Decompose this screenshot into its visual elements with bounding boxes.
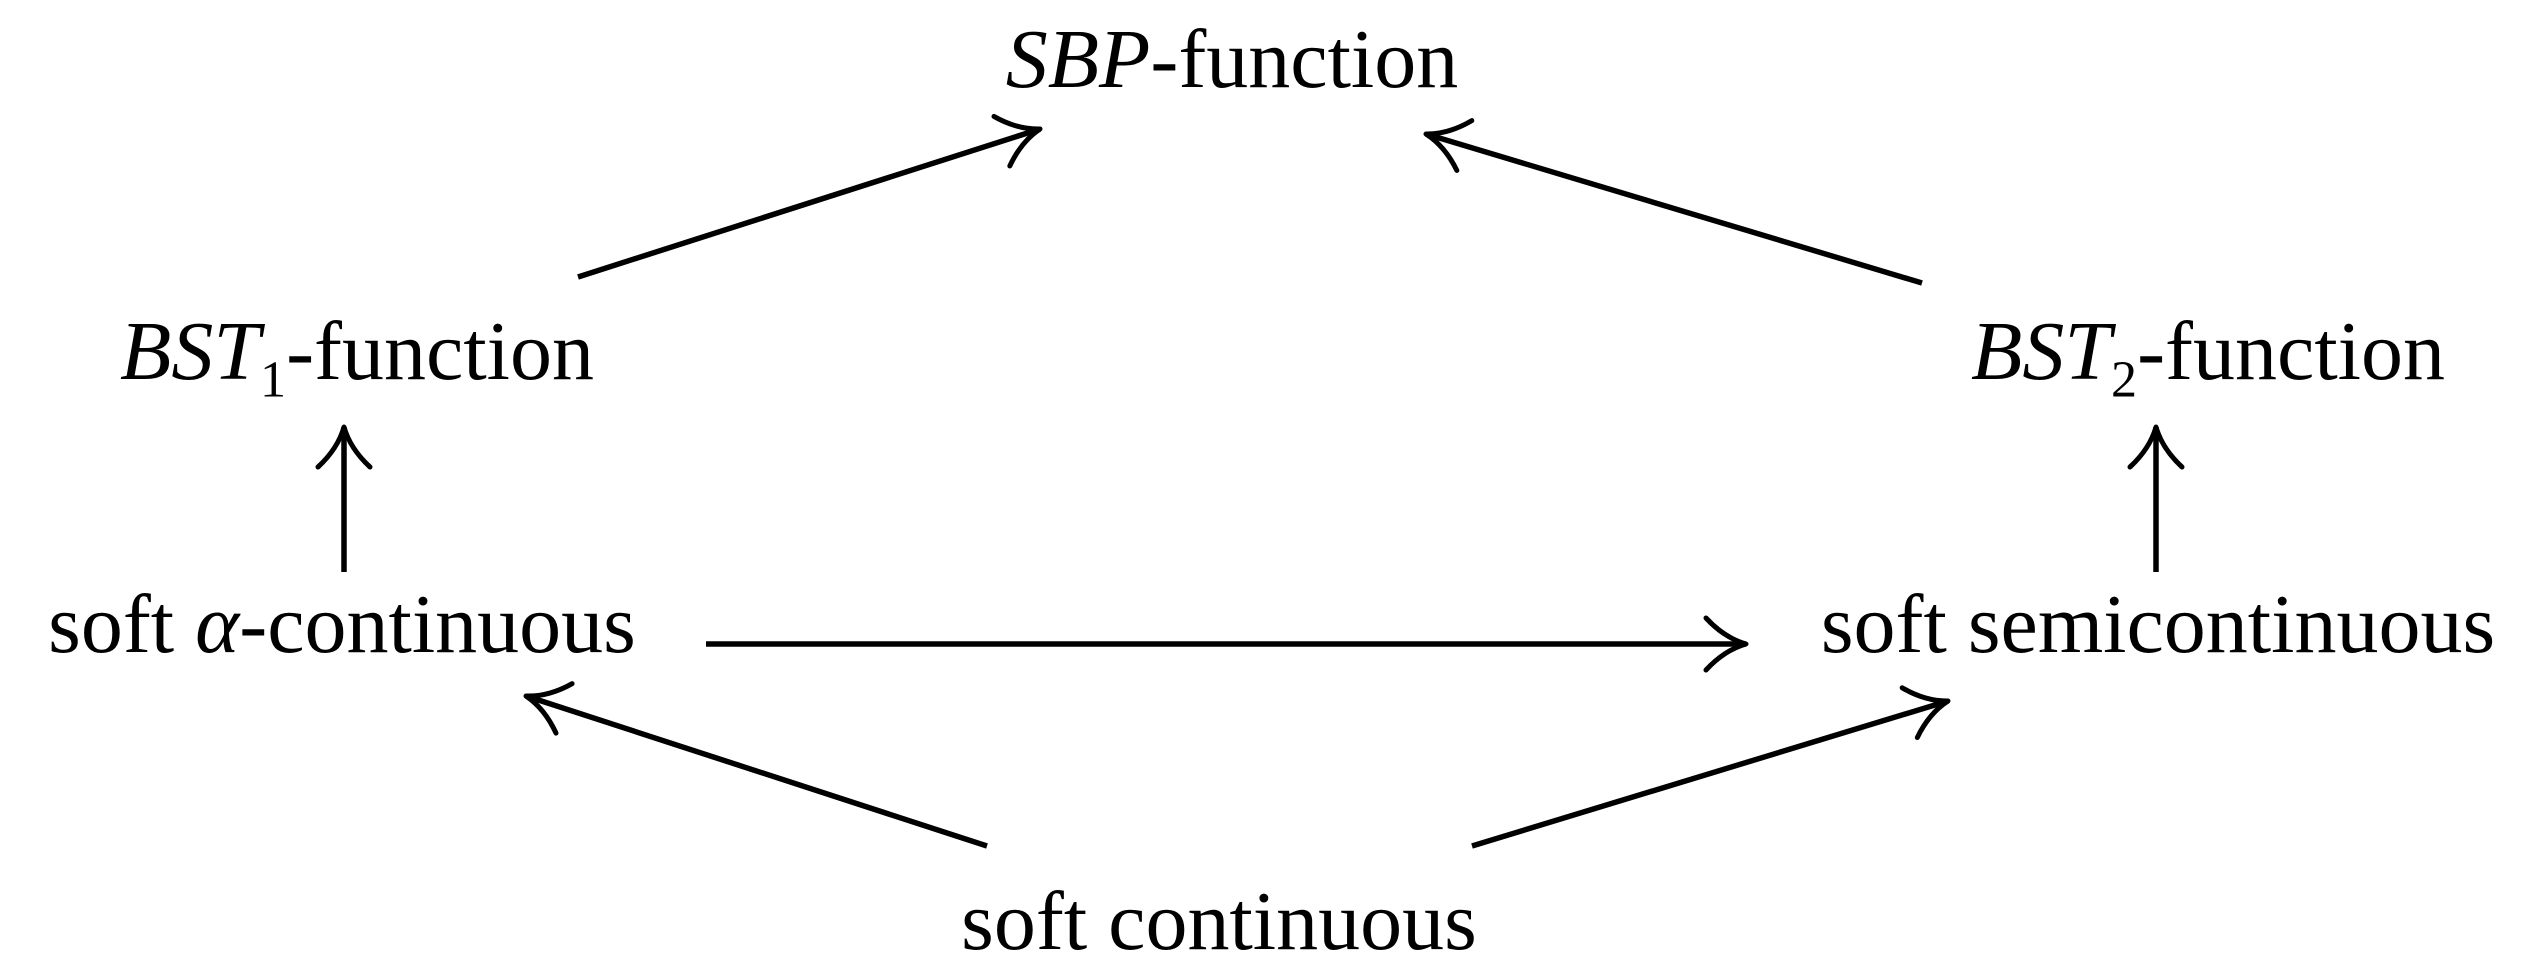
node-alpha-text-part: -continuous	[239, 577, 636, 671]
node-soft-continuous: soft continuous	[961, 874, 1477, 968]
node-bst2-subscript: 2	[2111, 351, 2138, 409]
node-bst1-math-part: BST	[120, 304, 261, 398]
node-sbp-text-part: -function	[1150, 12, 1459, 106]
node-sbp-math-part: SBP	[1005, 12, 1151, 106]
arrow-cont-to-alpha	[523, 681, 988, 849]
node-soft-alpha-continuous: soft α-continuous	[48, 577, 636, 671]
node-alpha-text-pre: soft	[48, 577, 196, 671]
node-cont-text: soft continuous	[961, 874, 1477, 968]
node-soft-semicontinuous: soft semicontinuous	[1820, 577, 2496, 671]
node-semi-text: soft semicontinuous	[1820, 577, 2496, 671]
node-alpha-math-part: α	[195, 577, 240, 671]
node-bst2-function: BST2-function	[1971, 304, 2445, 406]
node-bst1-text-part: -function	[286, 304, 594, 398]
node-bst2-text-part: -function	[2137, 304, 2445, 398]
arrow-cont-to-semi	[1471, 685, 1951, 849]
node-bst2-math-part: BST	[1971, 304, 2112, 398]
node-sbp-function: SBP-function	[1005, 12, 1459, 106]
arrow-bst2-to-sbp	[1423, 118, 1923, 286]
arrow-bst1-to-sbp	[577, 113, 1043, 280]
node-bst1-function: BST1-function	[120, 304, 594, 406]
node-bst1-subscript: 1	[260, 351, 287, 409]
